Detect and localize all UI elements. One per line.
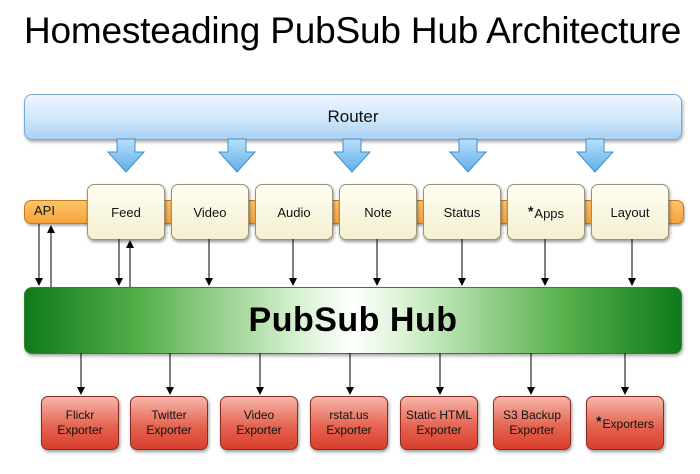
router-label: Router [327,107,379,126]
pubsub-hub-box: PubSub Hub [24,287,682,354]
exporter-more-line1: Exporters [602,417,654,431]
router-box: Router [24,94,682,140]
exporter-static-html-line1: Static HTML [405,408,472,422]
exporter-flickr-line2: Exporter [57,423,103,437]
exporter-s3-backup-line2: Exporter [509,423,555,437]
component-layout-label: Layout [610,204,650,220]
pubsub-hub-label: PubSub Hub [248,301,458,339]
exporter-static-html-line2: Exporter [416,423,462,437]
component-audio: Audio [255,184,333,240]
exporter-rstatus-line1: rstat.us [329,408,369,422]
exporter-more-star: * [596,413,602,429]
page-title: Homesteading PubSub Hub Architecture [24,10,682,51]
router-arrow-layout [575,138,615,173]
router-arrow-feed [106,138,146,173]
component-video-label: Video [193,204,227,220]
component-audio-label: Audio [277,204,311,220]
component-feed: Feed [87,184,165,240]
exporter-s3-backup-line1: S3 Backup [502,408,562,422]
api-label: API [34,203,55,218]
exporter-twitter-line1: Twitter [151,408,187,422]
apps-text: Apps [534,206,565,221]
component-note-label: Note [364,204,392,220]
exporter-flickr-line1: Flickr [65,408,95,422]
router-arrow-status [448,138,488,173]
component-feed-label: Feed [111,204,141,220]
component-note: Note [339,184,417,240]
router-arrow-video [217,138,257,173]
exporter-more: *Exporters [586,396,664,450]
exporter-video-line1: Video [243,408,275,422]
component-apps-label: *Apps [528,203,564,221]
exporter-twitter-line2: Exporter [146,423,192,437]
component-status: Status [423,184,501,240]
exporter-video-line2: Exporter [236,423,282,437]
component-status-label: Status [443,204,481,220]
apps-star: * [527,203,534,219]
exporter-rstatus-line2: Exporter [326,423,372,437]
component-layout: Layout [591,184,669,240]
component-apps: *Apps [507,184,585,240]
component-video: Video [171,184,249,240]
router-arrow-note [332,138,372,173]
